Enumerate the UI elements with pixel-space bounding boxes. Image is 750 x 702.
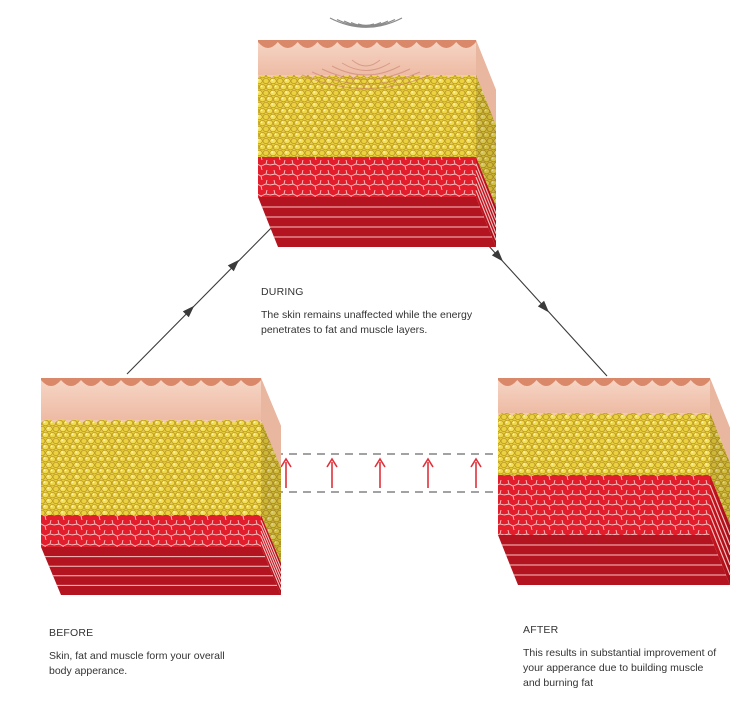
during-description: The skin remains unaffected while the en… [261, 309, 473, 336]
during-caption: DURING The skin remains unaffected while… [261, 285, 501, 338]
top-muscle-fiber [475, 176, 497, 228]
energy-penetration-arc [311, 71, 421, 85]
before-to-during-arrowhead [227, 259, 240, 272]
top-muscle-fiber [475, 163, 497, 214]
top-muscle-fiber [475, 183, 497, 234]
top-muscle-fiber [475, 190, 497, 241]
top-skin-epidermis [258, 40, 476, 48]
after-muscle-fiber [709, 524, 731, 576]
before-block [41, 378, 282, 595]
after-muscle-fiber [709, 504, 731, 556]
top-skin-side [476, 40, 496, 125]
after-caption: AFTER This results in substantial improv… [523, 623, 723, 691]
after-fat-side [710, 413, 730, 525]
during-heading: DURING [261, 286, 304, 298]
energy-penetration-arc [331, 65, 401, 76]
before-heading: BEFORE [49, 627, 94, 639]
after-muscle-fiber [709, 514, 731, 566]
energy-waves-icon [301, 17, 431, 89]
before-skin-side [261, 378, 281, 468]
top-block [258, 40, 497, 247]
after-muscle-bottom [498, 535, 730, 585]
during-to-after-arrowhead [537, 300, 550, 313]
energy-wave-arc [329, 17, 403, 28]
after-fat-side-shade [710, 413, 730, 525]
before-muscle-fiber [260, 530, 282, 580]
after-muscle-fiber [709, 484, 731, 536]
top-fat-side-shade [476, 75, 496, 207]
before-caption: BEFORE Skin, fat and muscle form your ov… [49, 626, 249, 679]
before-muscle-fiber [260, 541, 282, 590]
before-fat-side [261, 420, 281, 563]
before-description: Skin, fat and muscle form your overall b… [49, 650, 225, 677]
after-fat-edge [498, 412, 710, 416]
lift-arrow-head [326, 457, 338, 468]
energy-penetration-arc [351, 59, 381, 67]
before-skin-epidermis [41, 378, 261, 386]
tissue-blocks [41, 40, 731, 595]
before-fat-layer [41, 420, 261, 515]
top-fat-side [476, 75, 496, 207]
before-fat-edge [41, 419, 261, 423]
lift-arrow-head [280, 457, 292, 468]
top-muscle-layer [258, 157, 476, 197]
before-muscle-fiber [260, 520, 282, 569]
after-muscle-fiber [709, 494, 731, 546]
during-to-after-arrowhead [491, 249, 504, 262]
after-fat-layer [498, 413, 710, 475]
before-muscle-fiber [260, 536, 282, 585]
before-muscle-fiber [260, 525, 282, 574]
before-muscle-bottom [41, 547, 281, 595]
after-block [498, 378, 731, 585]
lift-arrow-head [374, 457, 386, 468]
energy-penetration-arc [341, 62, 391, 71]
after-skin-epidermis [498, 378, 710, 386]
after-heading: AFTER [523, 624, 559, 636]
after-description: This results in substantial improvement … [523, 647, 717, 689]
before-to-during-line [126, 215, 284, 375]
energy-penetration-arc [301, 74, 431, 89]
top-muscle-fiber [475, 170, 497, 221]
top-muscle-bottom [258, 197, 496, 247]
after-muscle-layer [498, 475, 710, 535]
top-fat-layer [258, 75, 476, 157]
lift-arrow-head [470, 457, 482, 468]
energy-penetration-arc [321, 68, 411, 80]
after-skin-side [710, 378, 730, 463]
before-fat-side-shade [261, 420, 281, 563]
lift-indicator [261, 453, 498, 493]
before-to-during-arrowhead [182, 305, 195, 318]
lift-arrow-head [422, 457, 434, 468]
before-muscle-layer [41, 515, 261, 547]
top-fat-edge [258, 74, 476, 78]
